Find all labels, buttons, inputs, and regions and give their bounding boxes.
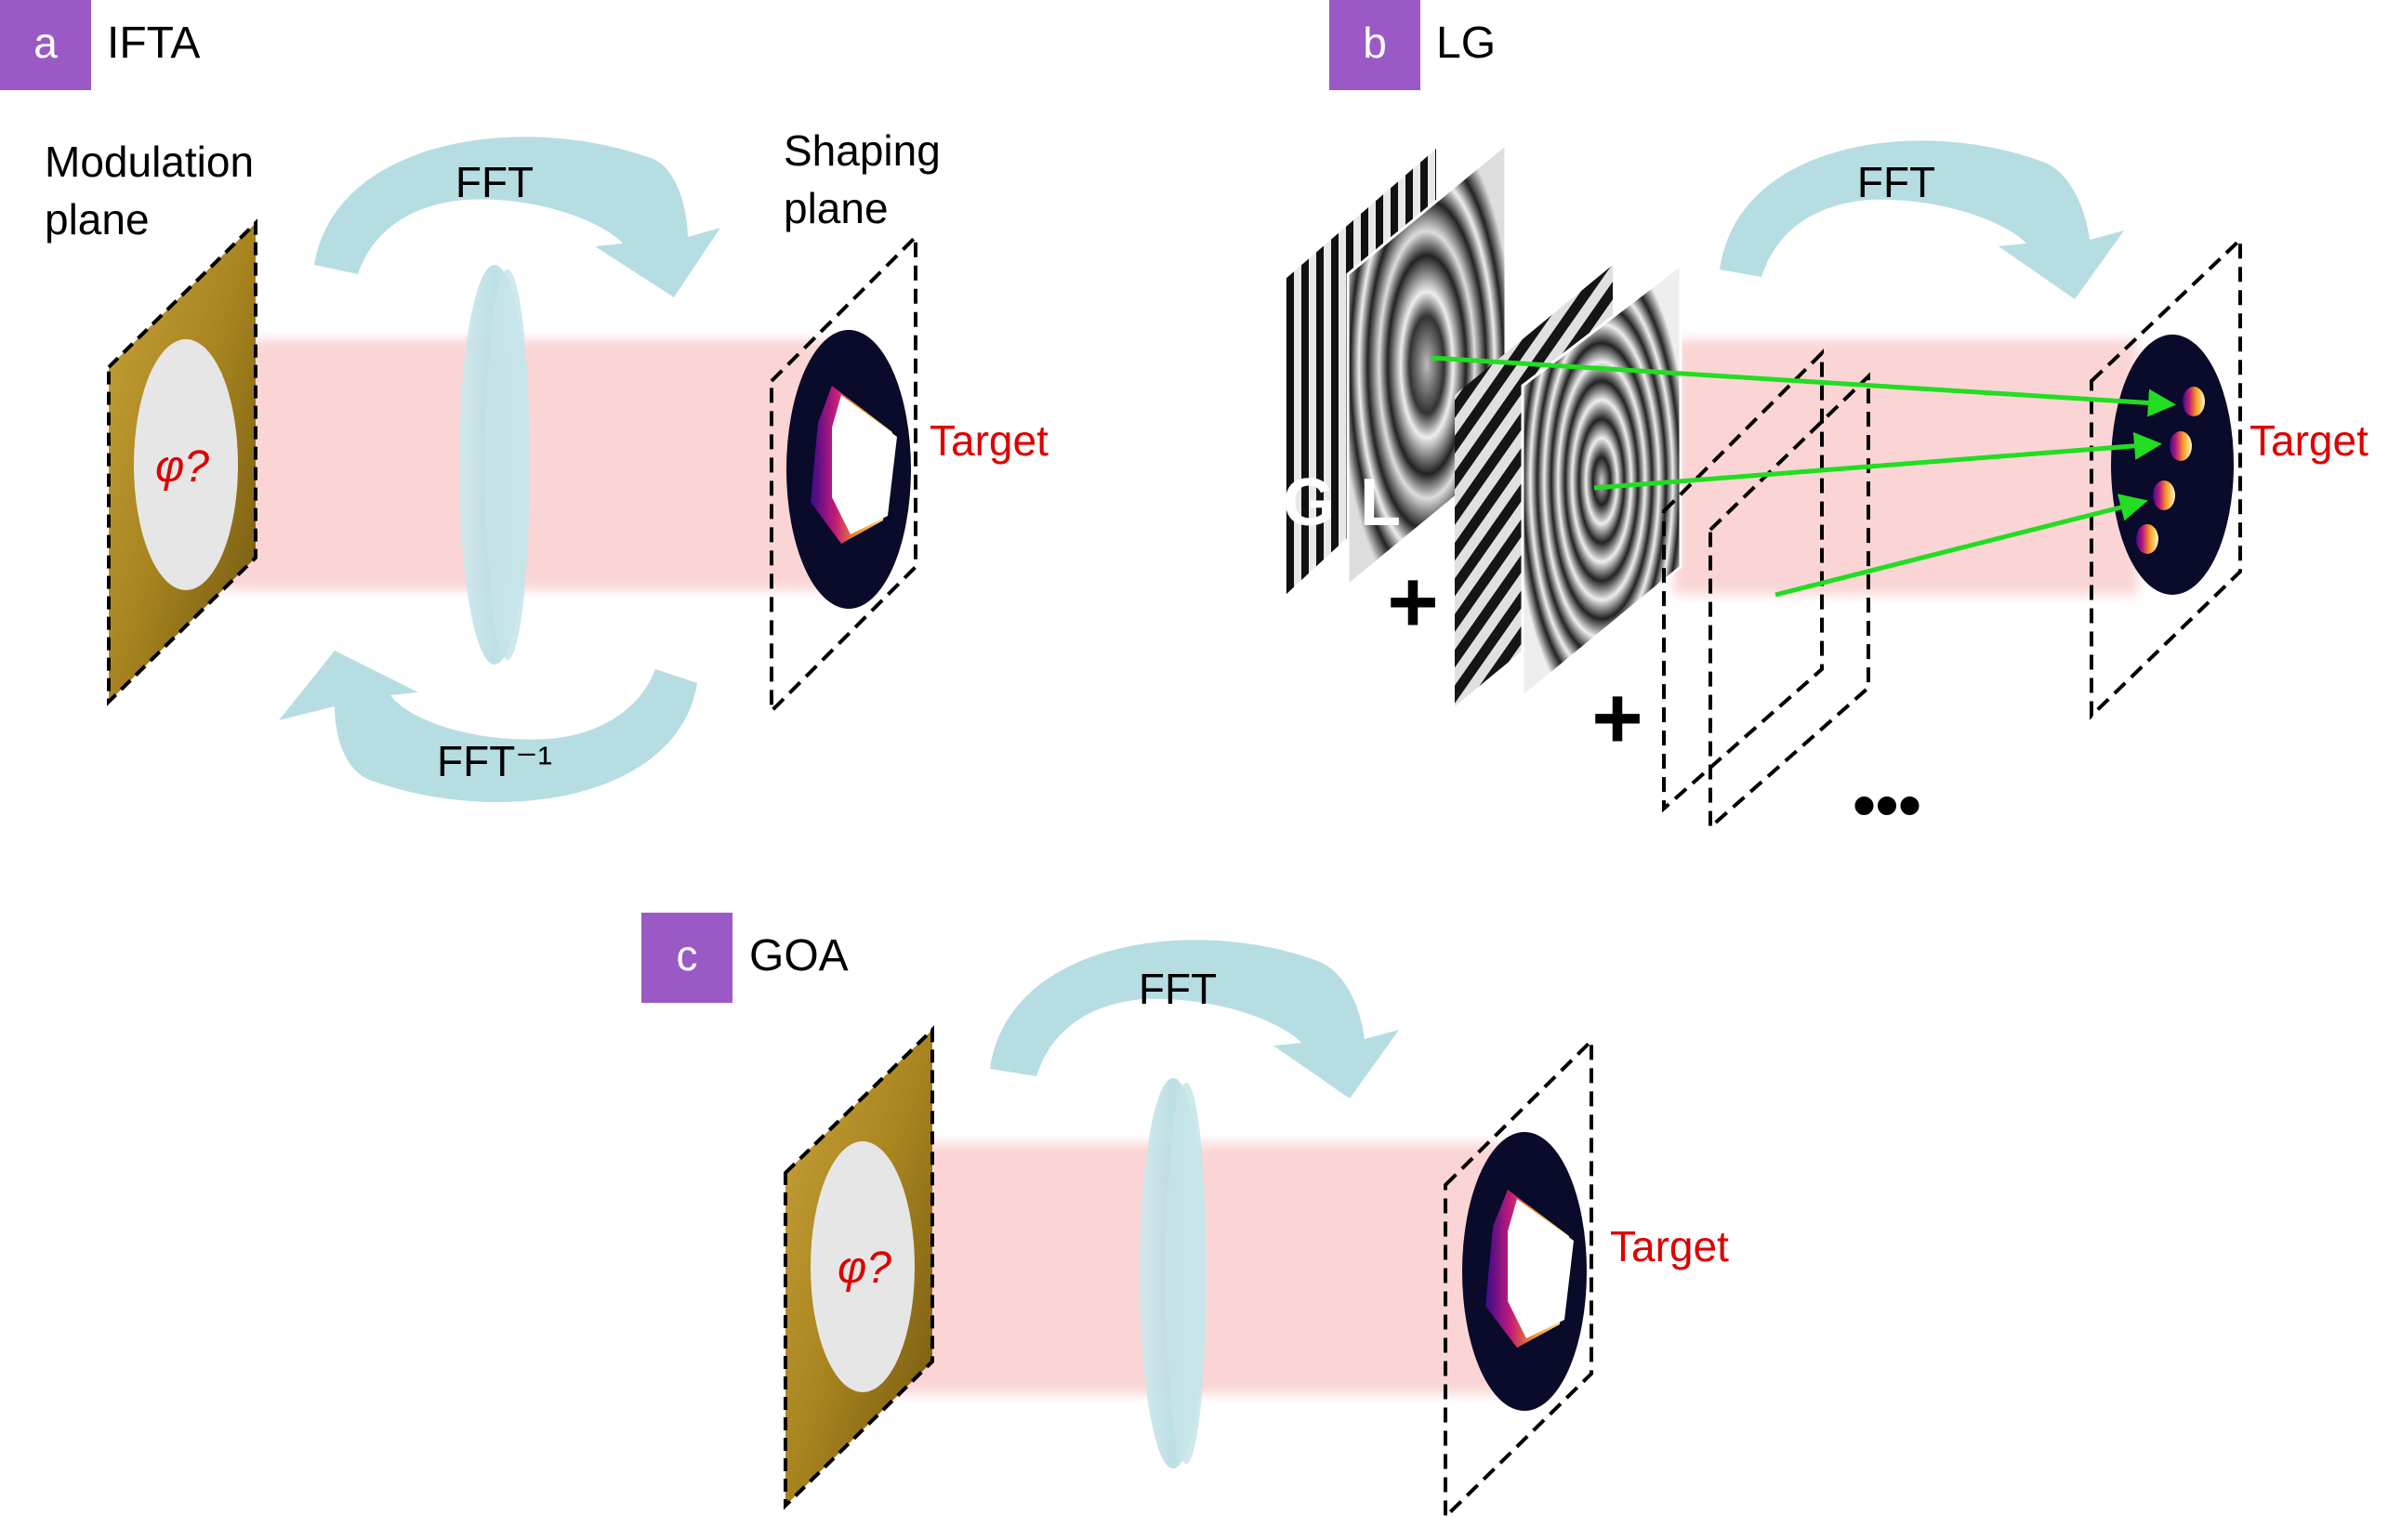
badge-c xyxy=(641,913,732,1003)
target-spot-4 xyxy=(2136,524,2158,554)
target-shape-a-core xyxy=(832,395,897,534)
badge-a-letter: a xyxy=(33,19,58,67)
fft-forward-label-c: FFT xyxy=(1139,965,1217,1013)
lens-letter-l: L xyxy=(1360,466,1401,540)
lens-c-face xyxy=(1166,1083,1207,1464)
shaping-plane-b xyxy=(2090,235,2242,720)
badge-b xyxy=(1329,0,1420,90)
plus-sign-2: + xyxy=(1591,669,1643,768)
shaping-plane-a xyxy=(770,232,917,716)
fft-forward-label-a: FFT xyxy=(455,158,534,206)
shaping-plane-c xyxy=(1444,1036,1593,1521)
fft-forward-label-b: FFT xyxy=(1857,158,1935,206)
target-spot-1 xyxy=(2183,387,2205,416)
lens-a-face xyxy=(485,270,530,660)
fft-inverse-label-a: FFT⁻¹ xyxy=(437,737,552,785)
badge-b-letter: b xyxy=(1363,19,1387,67)
shaping-plane-label-1: Shaping xyxy=(784,126,941,175)
title-ifta: IFTA xyxy=(107,19,200,68)
panel-b: b LG FFT G L + + ••• xyxy=(1283,0,2368,841)
badge-a xyxy=(0,0,91,90)
green-arrow-1 xyxy=(1431,355,2176,417)
phase-unknown-label-a: φ? xyxy=(155,442,209,492)
phase-unknown-label-c: φ? xyxy=(838,1244,891,1293)
plus-sign-1: + xyxy=(1387,553,1438,652)
target-spots-b xyxy=(2136,387,2205,554)
target-shape-c-core xyxy=(1508,1199,1574,1338)
ellipsis: ••• xyxy=(1853,769,1921,841)
fft-forward-arrow-b xyxy=(1720,140,2124,299)
target-label-a: Target xyxy=(930,416,1049,465)
green-arrow-3 xyxy=(1775,494,2148,598)
shaping-plane-label-2: plane xyxy=(784,184,889,232)
empty-plane-1 xyxy=(1662,349,1824,813)
empty-plane-2 xyxy=(1709,372,1870,832)
target-spot-3 xyxy=(2153,480,2175,510)
modulation-plane-label-2: plane xyxy=(45,195,150,244)
target-disc-b xyxy=(2111,335,2234,595)
fft-forward-arrow-a xyxy=(314,137,720,297)
modulation-aperture-a xyxy=(134,339,238,590)
panel-a: a IFTA Modulation plane Shaping plane FF… xyxy=(0,0,1049,802)
panel-c: c GOA FFT φ? Target xyxy=(641,913,1729,1521)
modulation-plane-label-1: Modulation xyxy=(45,138,254,186)
modulation-aperture-c xyxy=(811,1141,915,1392)
target-spot-2 xyxy=(2170,431,2192,461)
fft-inverse-arrow-a xyxy=(279,651,697,802)
title-goa: GOA xyxy=(749,931,849,981)
grating-letter-g: G xyxy=(1283,466,1335,540)
green-arrow-2 xyxy=(1593,431,2162,491)
title-lg: LG xyxy=(1436,19,1496,68)
beam-b xyxy=(1673,339,2138,595)
target-label-b: Target xyxy=(2249,416,2368,465)
badge-c-letter: c xyxy=(677,931,698,980)
target-label-c: Target xyxy=(1610,1222,1729,1270)
fft-forward-arrow-c xyxy=(990,940,1399,1099)
